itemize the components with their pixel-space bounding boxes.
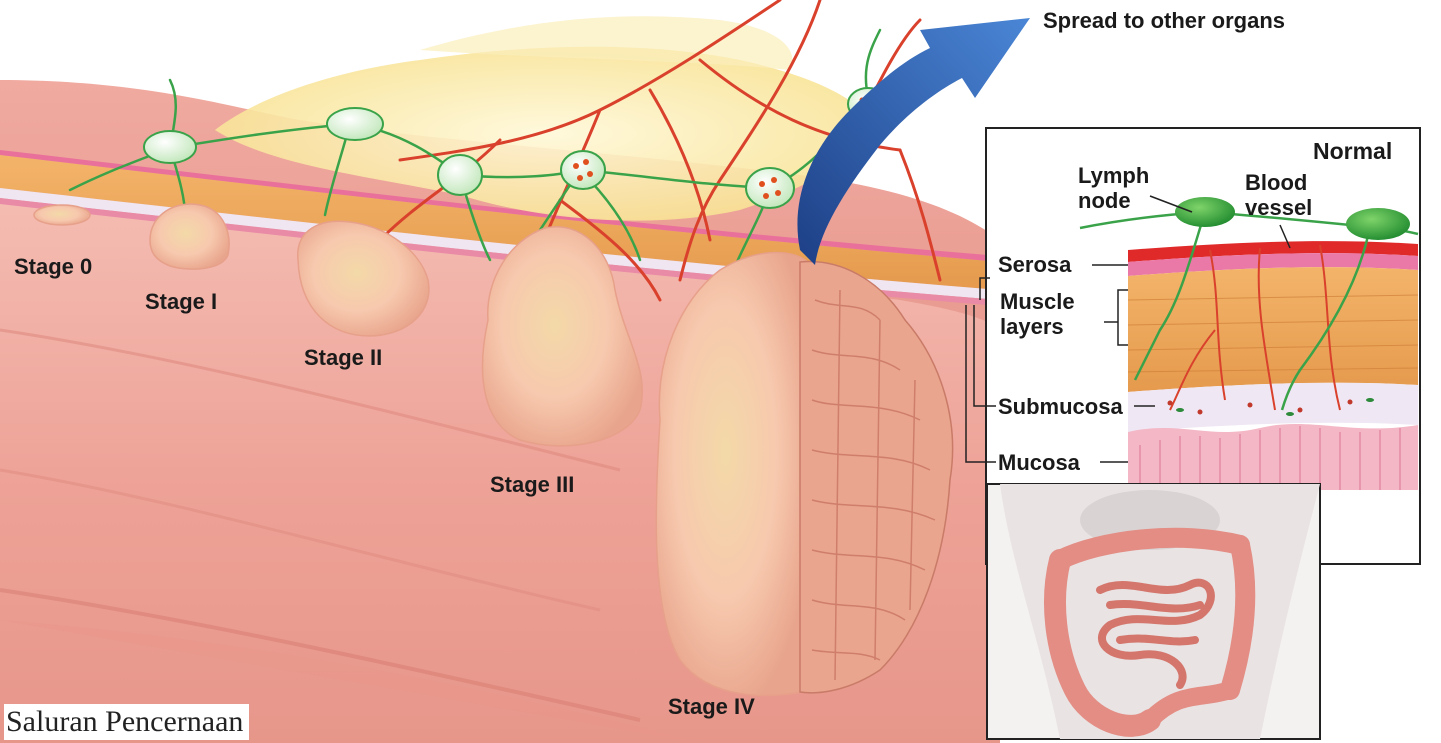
serosa-label: Serosa	[998, 252, 1072, 277]
lymph-node-label: Lymph node	[1078, 163, 1150, 214]
spread-label: Spread to other organs	[1043, 8, 1286, 33]
stage-ii-label: Stage II	[304, 345, 383, 370]
mucosa-label: Mucosa	[998, 450, 1080, 475]
caption: Saluran Pencernaan	[4, 704, 250, 740]
stage-iv-label: Stage IV	[668, 694, 755, 719]
inset-title: Normal	[1313, 138, 1393, 164]
stage-0-label: Stage 0	[14, 254, 93, 279]
blood-vessel-label: Blood vessel	[1245, 170, 1313, 221]
muscle-layers-label: Muscle layers	[1000, 289, 1075, 340]
stage-i-label: Stage I	[145, 289, 218, 314]
stage-iii-label: Stage III	[490, 472, 575, 497]
submucosa-label: Submucosa	[998, 394, 1123, 419]
